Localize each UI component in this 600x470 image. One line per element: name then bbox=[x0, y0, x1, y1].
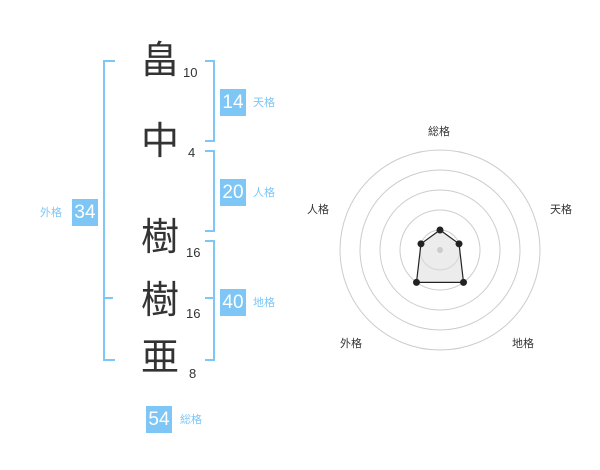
name-char-4: 樹 bbox=[140, 278, 179, 322]
radar-ring-5 bbox=[339, 149, 541, 351]
soukaku-value: 54 bbox=[146, 406, 172, 433]
soukaku-label: 総格 bbox=[180, 413, 202, 426]
radar-point-1 bbox=[455, 240, 463, 248]
chikaku-value: 40 bbox=[220, 289, 246, 316]
chikaku-bracket bbox=[205, 240, 215, 361]
gaikaku-bracket bbox=[103, 60, 115, 361]
stroke-count-2: 4 bbox=[188, 145, 196, 160]
tenkaku-bracket bbox=[205, 60, 215, 142]
name-char-2: 中 bbox=[140, 119, 179, 163]
radar-point-0 bbox=[436, 226, 444, 234]
name-char-3: 樹 bbox=[140, 215, 179, 259]
radar-axis-label-tenkaku: 天格 bbox=[550, 203, 572, 216]
name-char-1: 畠 bbox=[140, 38, 179, 82]
radar-point-3 bbox=[412, 278, 420, 286]
radar-point-2 bbox=[460, 278, 468, 286]
gaikaku-label: 外格 bbox=[40, 206, 62, 219]
radar-center-dot bbox=[437, 247, 443, 253]
radar-axis-label-soukaku: 総格 bbox=[428, 125, 450, 138]
radar-ring-3 bbox=[379, 189, 501, 311]
name-char-5: 亜 bbox=[140, 335, 179, 379]
stroke-count-3: 16 bbox=[186, 245, 201, 260]
radar-axis-label-gaikaku: 外格 bbox=[340, 337, 362, 350]
jinkaku-bracket bbox=[205, 150, 215, 232]
stroke-count-1: 10 bbox=[183, 65, 198, 80]
stroke-count-5: 8 bbox=[189, 366, 197, 381]
chikaku-bracket-mid-tick bbox=[205, 297, 215, 299]
radar-ring-2 bbox=[399, 209, 481, 291]
tenkaku-value: 14 bbox=[220, 89, 246, 116]
tenkaku-label: 天格 bbox=[253, 96, 275, 109]
radar-ring-4 bbox=[359, 169, 521, 331]
jinkaku-value: 20 bbox=[220, 179, 246, 206]
radar-axis-label-chikaku: 地格 bbox=[512, 337, 534, 350]
radar-polygon bbox=[415, 229, 465, 283]
gaikaku-bracket-mid-tick bbox=[103, 297, 113, 299]
gaikaku-value: 34 bbox=[72, 199, 98, 226]
radar-ring-1 bbox=[419, 229, 461, 271]
radar-axis-label-jinkaku: 人格 bbox=[307, 203, 329, 216]
chikaku-label: 地格 bbox=[253, 296, 275, 309]
stroke-count-4: 16 bbox=[186, 306, 201, 321]
jinkaku-label: 人格 bbox=[253, 186, 275, 199]
radar-point-4 bbox=[417, 240, 425, 248]
